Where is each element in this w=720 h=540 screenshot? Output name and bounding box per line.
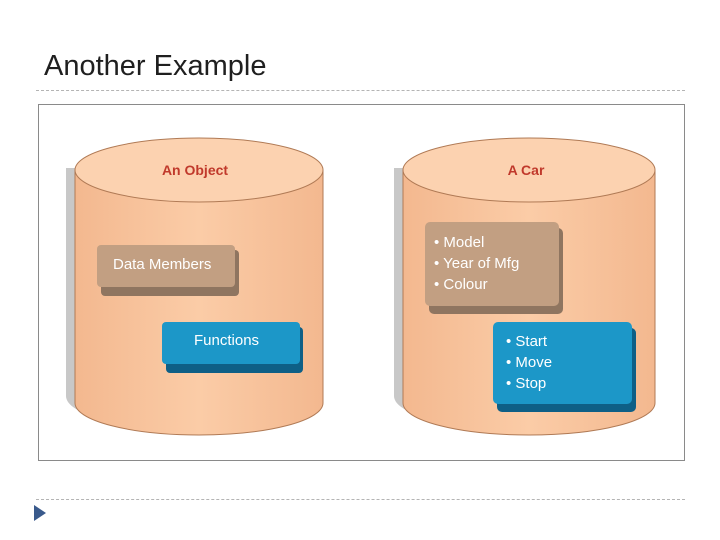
functions-label: Functions	[194, 332, 259, 349]
car-functions-box: • Start • Move • Stop	[493, 322, 636, 412]
car-data-item: • Colour	[434, 276, 488, 293]
car-data-box: • Model • Year of Mfg • Colour	[425, 222, 563, 314]
triangle-right-icon	[34, 505, 46, 521]
title-divider	[36, 90, 685, 91]
car-data-item: • Year of Mfg	[434, 255, 519, 272]
footer-divider	[36, 499, 685, 500]
data-members-label: Data Members	[113, 256, 211, 273]
cylinder-a-car: A Car • Model • Year of Mfg • Colour • S…	[394, 137, 656, 436]
car-function-item: • Stop	[506, 375, 546, 392]
slide-title: Another Example	[44, 50, 267, 82]
cylinder-title-an-object: An Object	[162, 162, 228, 178]
car-data-item: • Model	[434, 234, 484, 251]
cylinder-an-object: An Object Data Members Functions	[66, 137, 324, 436]
car-function-item: • Start	[506, 333, 548, 350]
data-members-box: Data Members	[97, 245, 239, 296]
cylinder-title-a-car: A Car	[508, 162, 545, 178]
functions-box: Functions	[162, 322, 303, 373]
car-function-item: • Move	[506, 354, 552, 371]
